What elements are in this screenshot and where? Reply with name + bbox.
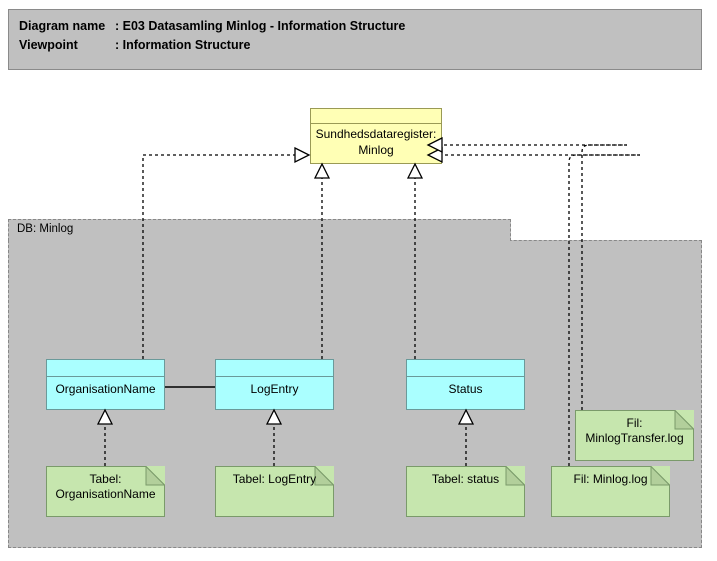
business-object-header-bar xyxy=(311,109,441,124)
data-object-header-bar xyxy=(407,360,524,377)
diagram-name-line: Diagram name: E03 Datasamling Minlog - I… xyxy=(19,19,405,33)
viewpoint-value: Information Structure xyxy=(122,38,251,52)
artifact-shape xyxy=(46,466,165,517)
node-artifact-tabel-organisationname[interactable]: Tabel: OrganisationName xyxy=(46,466,165,517)
artifact-shape xyxy=(215,466,334,517)
data-object-label: LogEntry xyxy=(250,382,299,396)
diagram-name-key: Diagram name xyxy=(19,19,106,33)
grouping-db-minlog-tab[interactable]: DB: Minlog xyxy=(8,219,511,241)
data-object-header-bar xyxy=(47,360,164,377)
data-object-label: Status xyxy=(448,382,483,396)
node-data-object-status[interactable]: Status xyxy=(406,359,525,410)
node-data-object-organisationname[interactable]: OrganisationName xyxy=(46,359,165,410)
arrowhead-realization-bottom-right xyxy=(406,162,424,179)
node-artifact-fil-minlog[interactable]: Fil: Minlog.log xyxy=(551,466,670,517)
node-data-object-logentry[interactable]: LogEntry xyxy=(215,359,334,410)
data-object-header-bar xyxy=(216,360,333,377)
node-artifact-fil-minlogtransfer[interactable]: Fil: MinlogTransfer.log xyxy=(575,410,694,461)
artifact-shape xyxy=(406,466,525,517)
node-artifact-tabel-logentry[interactable]: Tabel: LogEntry xyxy=(215,466,334,517)
grouping-db-minlog-label: DB: Minlog xyxy=(17,223,74,235)
artifact-label: Tabel: LogEntry xyxy=(232,472,317,486)
arrowhead-realization-bottom-left xyxy=(313,162,331,179)
arrowhead-realization-left xyxy=(294,146,311,164)
diagram-name-value: E03 Datasamling Minlog - Information Str… xyxy=(122,19,406,33)
viewpoint-key: Viewpoint xyxy=(19,38,78,52)
artifact-label: Fil: Minlog.log xyxy=(573,472,648,486)
diagram-title-banner: Diagram name: E03 Datasamling Minlog - I… xyxy=(8,9,702,70)
artifact-shape xyxy=(551,466,670,517)
diagram-name-separator: : xyxy=(115,19,123,33)
artifact-label: Fil: MinlogTransfer.log xyxy=(585,416,684,445)
artifact-label: Tabel: status xyxy=(431,472,500,486)
viewpoint-line: Viewpoint: Information Structure xyxy=(19,38,250,52)
viewpoint-separator: : xyxy=(115,38,123,52)
artifact-label: Tabel: OrganisationName xyxy=(55,472,156,501)
data-object-label: OrganisationName xyxy=(55,382,156,396)
node-artifact-tabel-status[interactable]: Tabel: status xyxy=(406,466,525,517)
business-object-label: Sundhedsdataregister: Minlog xyxy=(315,127,437,157)
node-business-object-minlog[interactable]: Sundhedsdataregister: Minlog xyxy=(310,108,442,164)
